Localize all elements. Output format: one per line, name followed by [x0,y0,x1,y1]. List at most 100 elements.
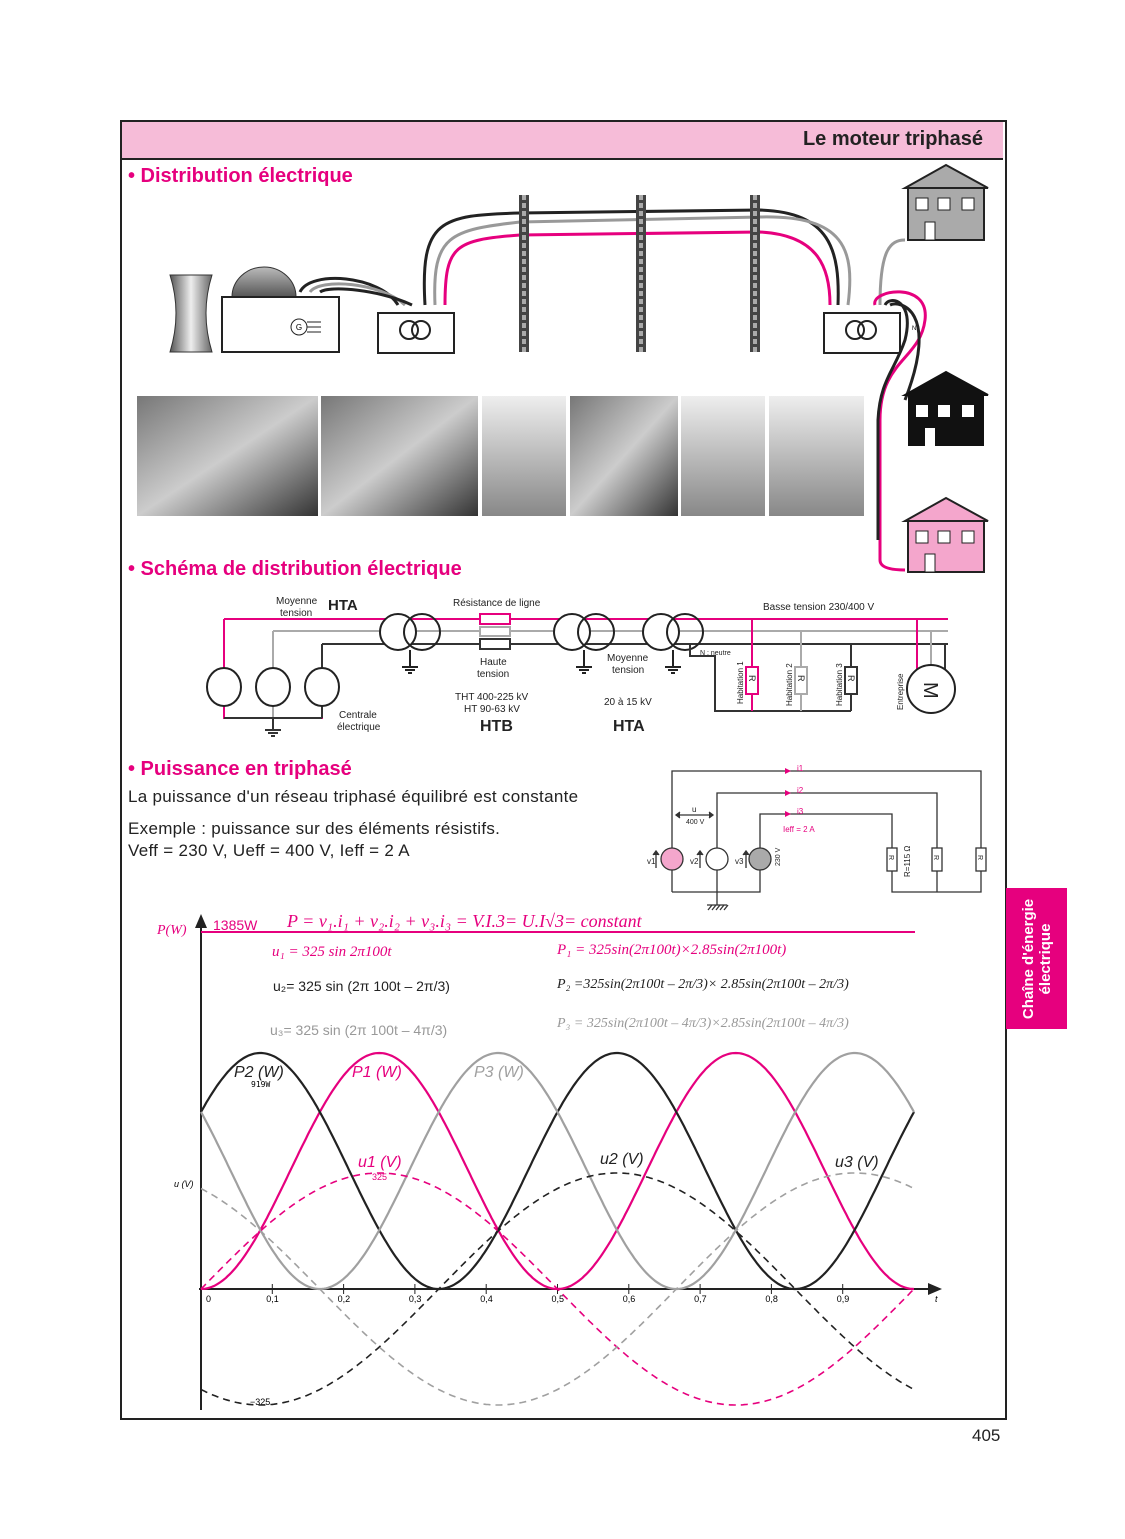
svg-text:tension: tension [280,608,312,619]
x-tick-label: 0,3 [409,1294,422,1304]
photo-distribution-post [769,396,864,516]
source-v2 [705,847,729,871]
puissance-text-2: Exemple : puissance sur des éléments rés… [128,819,501,838]
svg-text:u: u [692,805,696,814]
svg-text:tension: tension [477,669,509,680]
svg-text:v2: v2 [690,857,699,866]
y-axis-arrow [195,914,207,928]
svg-text:HT 90-63 kV: HT 90-63 kV [464,704,520,715]
circuit-labels: i1 i2 i3 u 400 V Ieff = 2 A v1 v2 v3 230 V… [647,764,983,877]
side-tab-line-1: Chaîne d'énergie [1019,898,1037,1019]
cooling-tower-icon [169,274,213,353]
series-label-u2: u2 (V) [600,1151,644,1168]
svg-text:Résistance de ligne: Résistance de ligne [453,598,541,609]
svg-text:v1: v1 [647,857,656,866]
chapter-title: Le moteur triphasé [802,128,983,150]
reactor-dome-icon [231,266,297,298]
page-number: 405 [972,1426,1001,1445]
series-label-u3: u3 (V) [835,1154,879,1171]
svg-text:400 V: 400 V [686,819,705,826]
svg-text:v3: v3 [735,857,744,866]
y-label-voltage: u (V) [174,1179,194,1189]
x-tick-label: 0,4 [480,1294,493,1304]
svg-text:Centrale: Centrale [339,710,377,721]
svg-text:R=115 Ω: R=115 Ω [903,846,912,877]
load-resistor-1 [745,666,759,695]
voltage-trough-label: −325 [250,1397,270,1407]
voltage-peak-label: 325 [372,1172,387,1182]
svg-text:R: R [932,855,939,860]
svg-text:M: M [919,682,941,699]
page-header: Le moteur triphasé [122,122,1003,160]
section-schema-heading: • Schéma de distribution électrique [128,558,462,580]
svg-text:i1: i1 [797,764,804,773]
svg-text:THT 400-225 kV: THT 400-225 kV [455,692,529,703]
house-pink-icon [901,496,989,573]
distribution-schema [206,613,956,737]
transformer-1 [377,312,455,354]
svg-text:G: G [296,323,302,332]
motor-icon [906,664,956,714]
svg-text:R: R [887,855,894,860]
photo-pylon [482,396,566,516]
house-black-icon [901,370,989,446]
transformer-2 [823,312,901,354]
photo-pole [681,396,765,516]
section-puissance-heading: • Puissance en triphasé [128,758,352,780]
svg-text:Ieff = 2 A: Ieff = 2 A [783,825,815,834]
distribution-illustration: G N [137,163,989,573]
x-tick-label: 0,2 [338,1294,351,1304]
svg-text:R: R [796,675,806,682]
svg-text:Habitation 1: Habitation 1 [736,661,745,704]
power-voltage-chart: P(W) 1385W u (V) t 919W 325 −325 P2 (W) … [156,914,942,1410]
series-line-p2 [200,1051,915,1291]
constant-power-label: 1385W [213,917,258,933]
x-tick-label: 0,7 [694,1294,707,1304]
x-axis-arrow [928,1283,942,1295]
svg-text:230 V: 230 V [775,847,782,866]
svg-text:HTA: HTA [328,597,358,614]
puissance-text-3: Veff = 230 V, Ueff = 400 V, Ieff = 2 A [128,841,410,860]
formulas: P = v₁.i₁ + v₂.i₂ + v₃.i₃ = V.I.3= U.I√3… [270,911,849,1038]
series-label-p2: P2 (W) [234,1064,284,1081]
power-peak-label: 919W [251,1080,270,1089]
series-line-p3 [200,1051,915,1291]
x-tick-label: 0,1 [266,1294,279,1304]
load-resistor-3 [844,666,858,695]
svg-text:u₁ = 325 sin 2π100t: u₁ = 325 sin 2π100t [272,944,392,960]
svg-text:20 à 15 kV: 20 à 15 kV [604,697,652,708]
current-arrow-i1 [785,768,791,817]
x-tick-label: 0 [206,1294,211,1304]
svg-text:Haute: Haute [480,657,507,668]
series-line-u2 [200,1172,915,1406]
svg-text:P₂ =325sin(2π100t – 2π/3)× 2.8: P₂ =325sin(2π100t – 2π/3)× 2.85sin(2π100… [556,977,849,992]
puissance-text-1: La puissance d'un réseau triphasé équili… [128,787,579,806]
svg-text:Moyenne: Moyenne [607,653,649,664]
svg-text:u₂= 325 sin (2π 100t – 2π/3): u₂= 325 sin (2π 100t – 2π/3) [273,978,450,994]
x-tick-label: 0,8 [765,1294,778,1304]
svg-text:électrique: électrique [337,722,381,733]
photo-substation [570,396,678,516]
power-plant-building [221,296,340,353]
x-tick-label: 0,6 [623,1294,636,1304]
svg-text:Habitation 2: Habitation 2 [785,663,794,706]
series-line-p1 [200,1051,915,1291]
svg-text:R: R [846,675,856,682]
svg-text:N : neutre: N : neutre [700,650,731,657]
line-resistance [479,613,511,625]
svg-text:i2: i2 [797,786,804,795]
series-label-p1: P1 (W) [352,1064,402,1081]
svg-text:HTB: HTB [480,718,513,735]
series-label-p3: P3 (W) [474,1064,524,1081]
svg-text:i3: i3 [797,807,804,816]
series-line-u1 [200,1172,915,1406]
svg-text:Habitation 3: Habitation 3 [835,663,844,706]
photo-cooling-towers [137,396,318,516]
svg-text:u₃= 325 sin (2π 100t – 4π/3): u₃= 325 sin (2π 100t – 4π/3) [270,1022,447,1038]
svg-text:Moyenne: Moyenne [276,596,318,607]
house-gray-icon [901,163,989,241]
svg-text:P₃ = 325sin(2π100t – 4π/3)×2.8: P₃ = 325sin(2π100t – 4π/3)×2.85sin(2π100… [556,1016,849,1031]
